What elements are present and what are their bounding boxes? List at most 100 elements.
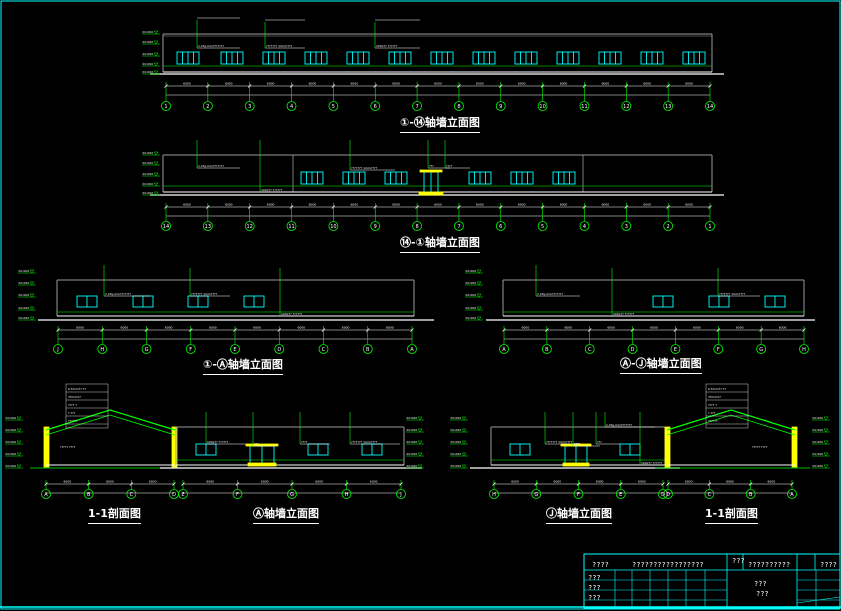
level-marker (153, 62, 159, 67)
axis-label: 11 (288, 224, 294, 230)
elev6-axis-bubble (489, 489, 499, 499)
axis-label: C (130, 492, 134, 498)
dimension-tick (618, 482, 623, 486)
title-elevation-2-text: ⑭-①轴墙立面图 (400, 236, 480, 249)
level-marker (417, 440, 423, 445)
dimension-tick (708, 84, 712, 88)
section-note: ????? ???? (60, 445, 76, 449)
elev2-axis-bubble (495, 221, 506, 231)
level-label: ±0.000 (142, 182, 153, 186)
level-marker (823, 452, 829, 457)
elevation-2: ±0.000±0.000±0.000±0.000±0.0001.Cfq-mm??… (142, 140, 724, 231)
dimension-tick (235, 482, 240, 486)
level-marker (417, 452, 423, 457)
title-elevation-5-text: Ⓐ轴墙立面图 (253, 507, 319, 520)
dimension-text: 6000 (434, 203, 442, 207)
spec-text: ???? ? (708, 403, 717, 407)
dimension-text: 6000 (225, 203, 233, 207)
sec-left-axis-bubble (83, 489, 94, 499)
elev4-axis-bubble (799, 344, 809, 354)
dimension-text: 6000 (183, 82, 191, 86)
dimension-text: 6000 (183, 203, 191, 207)
axis-label: D (631, 347, 635, 353)
level-marker (29, 316, 35, 321)
dimension-text: 6000 (350, 203, 358, 207)
dimension-text: 6000 (564, 326, 572, 330)
spec-text: ?????? (708, 419, 718, 423)
elev2-axis-bubble (370, 221, 381, 231)
title-section-left: 1-1剖面图 (88, 505, 141, 524)
axis-label: 13 (205, 224, 211, 230)
axis-label: 8 (415, 224, 418, 230)
title-block-cell-4: ???? (820, 561, 837, 569)
level-marker (16, 428, 22, 433)
leader-text: 1.Cfq-mm??????? (105, 292, 131, 296)
elev4-axis-bubble (584, 344, 595, 354)
dimension-text: 6000 (350, 82, 358, 86)
level-label: ±0.000 (465, 281, 476, 285)
elev1-axis-bubble (621, 101, 632, 111)
axis-label: 12 (247, 224, 253, 230)
axis-label: 9 (499, 104, 502, 110)
level-marker (476, 316, 482, 321)
leader-text: 100x?? ?????? (376, 44, 398, 48)
axis-label: H (492, 492, 496, 498)
elev2-axis-bubble (202, 221, 213, 231)
level-label: ±0.000 (18, 293, 29, 297)
dimension-tick (630, 328, 635, 332)
title-block-cell-9: ??? (588, 594, 601, 602)
title-section-right: 1-1剖面图 (705, 505, 758, 524)
leader-text: ???? (301, 440, 308, 444)
roof-rafter-inner (666, 414, 796, 436)
level-label: ±0.000 (406, 416, 417, 420)
level-label: ±0.000 (142, 151, 153, 155)
elevation-3: ±0.000±0.000±0.000±0.000±0.0001.Cfq-mm??… (18, 265, 434, 354)
dimension-text: 6000 (518, 203, 526, 207)
dimension-tick (498, 205, 503, 209)
level-label: ±0.000 (450, 440, 461, 444)
level-label: ±0.000 (450, 416, 461, 420)
level-marker (153, 191, 159, 196)
leader-text: ???? (446, 164, 453, 168)
axis-label: 7 (415, 104, 418, 110)
elev5-axis-bubble (287, 489, 297, 499)
dimension-tick (399, 482, 403, 486)
dimension-text: 6000 (434, 82, 442, 86)
axis-label: B (87, 492, 91, 498)
dimension-tick (206, 84, 210, 88)
level-marker (823, 464, 829, 469)
sec-left-axis-bubble (41, 489, 51, 499)
title-elevation-2: ⑭-①轴墙立面图 (400, 234, 480, 253)
dimension-tick (624, 205, 629, 209)
elev2-axis-bubble (454, 221, 464, 231)
spec-text: 0.5mm?? ?? (68, 387, 86, 391)
elev2-axis-bubble (621, 221, 632, 231)
axis-label: A (410, 347, 414, 353)
dimension-tick (56, 328, 60, 332)
axis-label: H (345, 492, 349, 498)
level-marker (153, 70, 159, 75)
dimension-text: 6000 (476, 82, 484, 86)
axis-label: 2 (206, 104, 209, 110)
elev1-axis-bubble (412, 101, 422, 111)
level-marker (29, 306, 35, 311)
title-block-cell-1: ????????????????? (632, 561, 704, 569)
axis-label: 14 (707, 104, 713, 110)
level-label: ±0.000 (5, 464, 16, 468)
elev2-axis-bubble (412, 221, 422, 231)
axis-label: 9 (374, 224, 377, 230)
dimension-tick (100, 328, 105, 332)
axis-label: F (236, 492, 239, 498)
elev2-axis-bubble (328, 221, 339, 231)
title-block (583, 553, 841, 609)
level-label: ±0.000 (465, 269, 476, 273)
level-label: ±0.000 (5, 452, 16, 456)
axis-label: 10 (539, 104, 545, 110)
dimension-tick (188, 328, 193, 332)
axis-label: 3 (248, 104, 251, 110)
level-label: ±0.000 (142, 52, 153, 56)
elev3-axis-bubble (407, 344, 417, 354)
column (171, 426, 178, 468)
level-marker (29, 281, 35, 286)
level-label: ±0.000 (142, 191, 153, 195)
